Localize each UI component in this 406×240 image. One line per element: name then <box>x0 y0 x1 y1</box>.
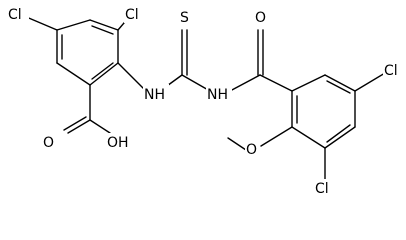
atom-o-acid: O <box>43 135 54 151</box>
atom-labels: Cl Cl NH S NH O Cl O Cl O OH <box>7 5 405 197</box>
bond-to-nh1 <box>117 62 147 92</box>
bond-to-cl3 <box>354 72 386 92</box>
atom-o-carbonyl: O <box>255 10 266 26</box>
atom-cl4: Cl <box>315 181 329 197</box>
atom-cl3: Cl <box>384 63 398 79</box>
carboxylic-acid-group <box>63 116 111 134</box>
bond-to-cl1 <box>23 15 58 31</box>
left-aromatic-ring <box>56 19 119 86</box>
atom-nh1: NH <box>144 87 165 103</box>
bond-to-methoxy <box>260 126 293 147</box>
atom-s: S <box>180 10 189 26</box>
amide-carbonyl <box>229 29 264 92</box>
atom-nh2: NH <box>207 87 228 103</box>
atom-oh: OH <box>107 135 129 151</box>
right-aromatic-ring <box>259 74 356 149</box>
thiourea-linker <box>159 29 211 92</box>
chemical-structure-diagram: Cl Cl NH S NH O Cl O Cl O OH <box>7 5 405 197</box>
atom-cl1: Cl <box>8 7 22 23</box>
atom-cl2: Cl <box>125 7 139 23</box>
bond-methyl <box>227 137 247 151</box>
atom-o-methoxy: O <box>246 142 257 158</box>
molecule-drawing: Cl Cl NH S NH O Cl O Cl O OH <box>7 5 405 197</box>
